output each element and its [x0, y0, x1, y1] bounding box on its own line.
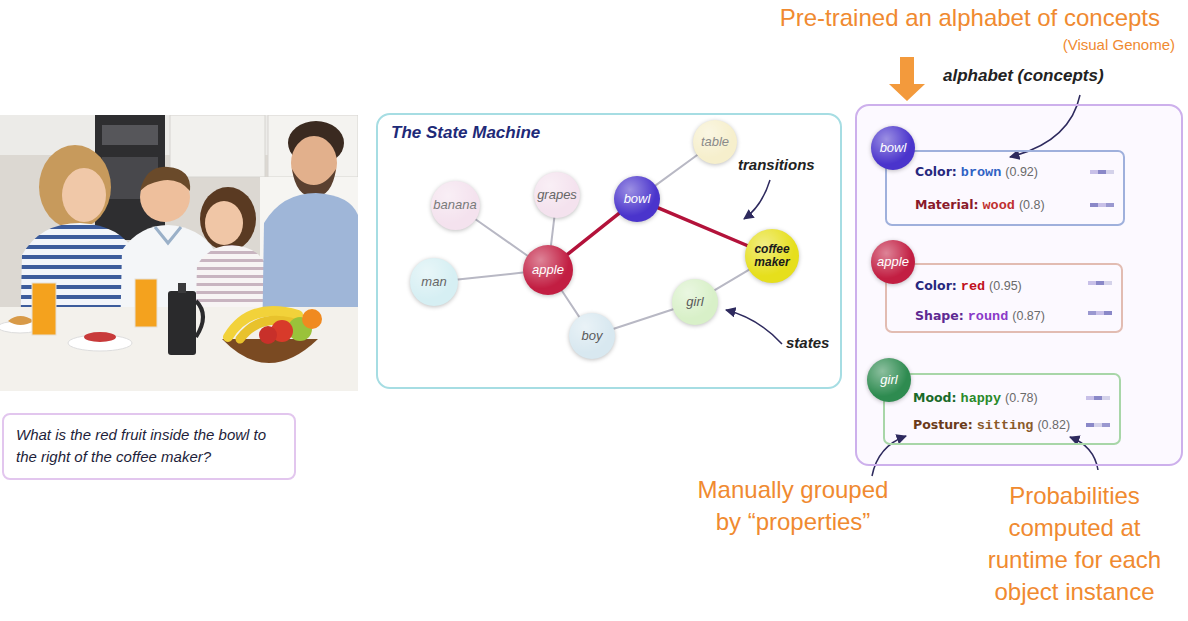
state-circle: coffee maker: [745, 229, 799, 283]
leader-line: [872, 436, 906, 476]
question-text: What is the red fruit inside the bowl to…: [16, 424, 282, 468]
highlighted-transition: [568, 213, 620, 254]
property-name: Mood:: [913, 390, 957, 405]
property-row: Mood: happy(0.78): [913, 389, 1038, 408]
concept-card: Color:red(0.95)Shape:round(0.87)apple: [885, 263, 1123, 333]
probability-value: (0.92): [1005, 165, 1038, 179]
alphabet-panel: alphabet (concepts)Color:brown(0.92)Mate…: [855, 104, 1183, 466]
state-circle: apple: [523, 245, 573, 295]
transition-line: [715, 270, 749, 290]
circle-label: man: [421, 275, 446, 289]
concept-value: red: [961, 279, 985, 294]
annotation-source: (Visual Genome): [1063, 36, 1175, 53]
circle-label: boy: [582, 329, 603, 343]
state-circle: boy: [569, 313, 615, 359]
probability-value: (0.82): [1037, 418, 1070, 432]
property-name: Posture:: [913, 417, 973, 432]
property-name: Color:: [915, 164, 957, 179]
orange-arrow: [889, 57, 925, 101]
concept-card: Color:brown(0.92)Material:wood(0.8)bowl: [885, 150, 1125, 226]
transition-line: [614, 309, 673, 329]
property-row: Shape: round(0.87): [915, 307, 1045, 326]
property-row: Material: wood (0.8): [915, 196, 1045, 215]
circle-label: girl: [880, 373, 897, 387]
probability-value: (0.87): [1012, 309, 1045, 323]
transition-line: [551, 218, 554, 245]
object-circle: bowl: [871, 126, 915, 170]
question-box: What is the red fruit inside the bowl to…: [2, 413, 296, 480]
property-row: Color: brown(0.92): [915, 163, 1038, 182]
object-circle: apple: [871, 240, 915, 284]
circle-label: apple: [532, 263, 564, 277]
panel-title: The State Machine: [391, 123, 540, 143]
transition-line: [656, 155, 698, 185]
state-circle: grapes: [534, 172, 580, 218]
annotation-note: Probabilities computed at runtime for ea…: [972, 480, 1177, 608]
object-circle: girl: [867, 358, 911, 402]
probability-value: (0.95): [989, 279, 1022, 293]
circle-label: table: [701, 135, 729, 149]
callout-label: transitions: [738, 156, 815, 173]
state-circle: table: [693, 120, 737, 164]
concept-value: sitting: [977, 418, 1034, 433]
property-name: Color:: [915, 278, 957, 293]
probability-value: (0.8): [1019, 198, 1045, 212]
state-circle: man: [410, 258, 458, 306]
transition-line: [562, 291, 579, 317]
panel-fill: [855, 104, 1183, 466]
circle-label: coffee maker: [750, 243, 794, 268]
concept-value: round: [968, 309, 1009, 324]
annotation-note: Manually grouped by “properties”: [688, 474, 898, 538]
photo-illustration: [0, 115, 358, 391]
leader-line: [744, 180, 770, 219]
property-name: Shape:: [915, 308, 964, 323]
concept-card: Mood: happy(0.78) Posture: sitting(0.82) gir…: [883, 373, 1121, 445]
state-circle: girl: [672, 279, 718, 325]
state-machine-panel: The State Machine table banana grapes bowl co…: [376, 113, 842, 389]
annotation-title: Pre-trained an alphabet of concepts: [780, 4, 1160, 32]
state-circle: bowl: [614, 176, 660, 222]
leader-line: [726, 310, 782, 344]
callout-label: states: [786, 334, 829, 351]
concept-value: wood: [983, 198, 1015, 213]
concept-value: happy: [961, 391, 1002, 406]
property-name: Material:: [915, 197, 979, 212]
probability-bars: [1086, 170, 1114, 427]
circle-label: bowl: [880, 141, 907, 155]
panel-heading: alphabet (concepts): [943, 66, 1104, 86]
transition-line: [458, 273, 523, 280]
circle-label: apple: [877, 255, 909, 269]
circle-label: bowl: [624, 192, 651, 206]
transition-line: [475, 219, 527, 256]
property-row: Color: red (0.95): [915, 277, 1022, 296]
property-row: Posture: sitting(0.82): [913, 416, 1070, 435]
circle-label: girl: [686, 295, 703, 309]
circle-label: grapes: [537, 188, 577, 202]
probability-value: (0.78): [1005, 391, 1038, 405]
state-circle: banana: [431, 181, 480, 230]
circle-label: banana: [433, 198, 476, 212]
highlighted-transition: [658, 208, 747, 246]
concept-value: brown: [961, 165, 1002, 180]
